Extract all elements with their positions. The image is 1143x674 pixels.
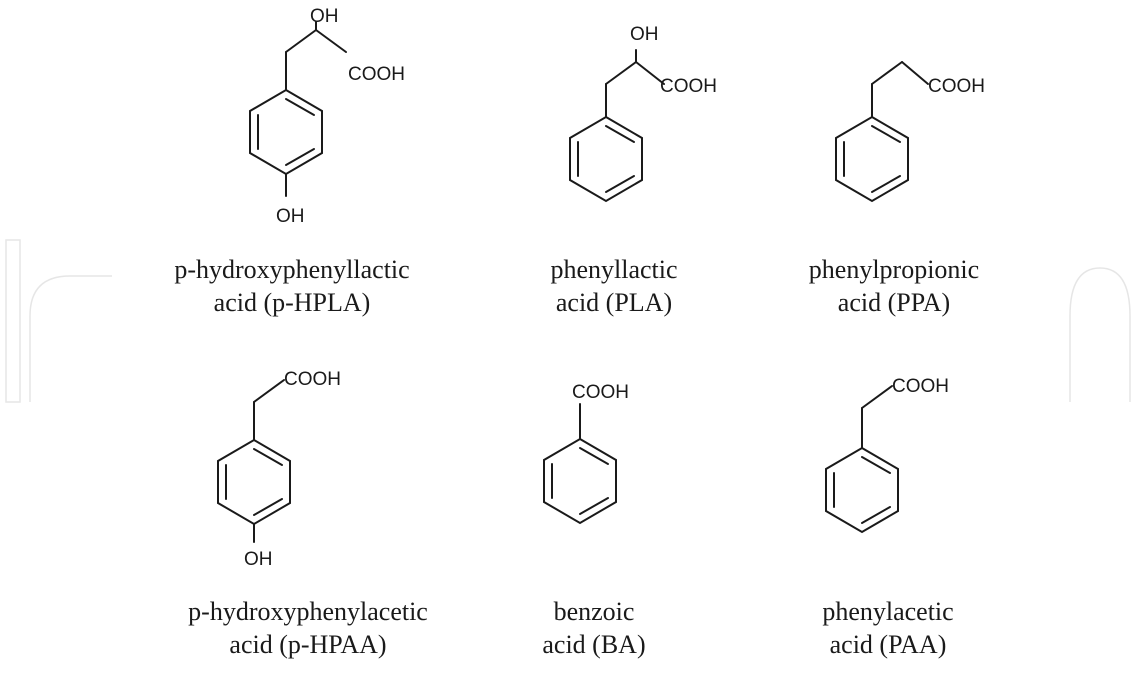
pla-name-line2: acid (PLA) — [556, 288, 672, 317]
paa-benzene-ring — [825, 446, 899, 534]
ba-name-line2: acid (BA) — [542, 630, 645, 659]
p-hpla-cooh-label: COOH — [348, 64, 405, 85]
p-hpaa-name-line1: p-hydroxyphenylacetic — [188, 597, 428, 626]
pla-name-line1: phenyllactic — [550, 255, 677, 284]
ba-benzene-ring — [543, 437, 617, 525]
pla-cooh-label: COOH — [660, 76, 717, 97]
p-hpla-oh-top-label: OH — [310, 6, 339, 27]
ppa-name-line2: acid (PPA) — [838, 288, 950, 317]
watermark-bar-left — [5, 239, 21, 403]
watermark-arc-right — [1069, 267, 1131, 402]
p-hpla-name-line1: p-hydroxyphenyllactic — [174, 255, 409, 284]
pla-benzene-ring — [569, 115, 643, 203]
p-hpaa-oh-ring-label: OH — [244, 549, 273, 570]
p-hpla-name-line2: acid (p-HPLA) — [214, 288, 371, 317]
watermark-arc-left — [29, 275, 112, 402]
ppa-name-line1: phenylpropionic — [809, 255, 979, 284]
paa-name-line1: phenylacetic — [822, 597, 953, 626]
ppa-benzene-ring — [835, 115, 909, 203]
structure-ppa: COOH — [835, 61, 985, 203]
structure-p-hpla: OH COOH OH — [249, 6, 405, 227]
ba-cooh-label: COOH — [572, 382, 629, 403]
p-hpaa-name-line2: acid (p-HPAA) — [229, 630, 386, 659]
structure-paa: COOH — [825, 376, 949, 534]
structure-p-hpaa: COOH OH — [217, 369, 341, 570]
ppa-cooh-label: COOH — [928, 76, 985, 97]
pla-oh-top-label: OH — [630, 24, 659, 45]
p-hpaa-cooh-label: COOH — [284, 369, 341, 390]
p-hpaa-benzene-ring — [217, 438, 291, 526]
background-watermark — [5, 239, 1131, 403]
p-hpla-oh-ring-label: OH — [276, 206, 305, 227]
p-hpla-benzene-ring — [249, 88, 323, 176]
structure-ba: COOH — [543, 382, 629, 525]
ba-name-line1: benzoic — [554, 597, 635, 626]
paa-cooh-label: COOH — [892, 376, 949, 397]
paa-name-line2: acid (PAA) — [830, 630, 947, 659]
structure-pla: OH COOH — [569, 24, 717, 203]
